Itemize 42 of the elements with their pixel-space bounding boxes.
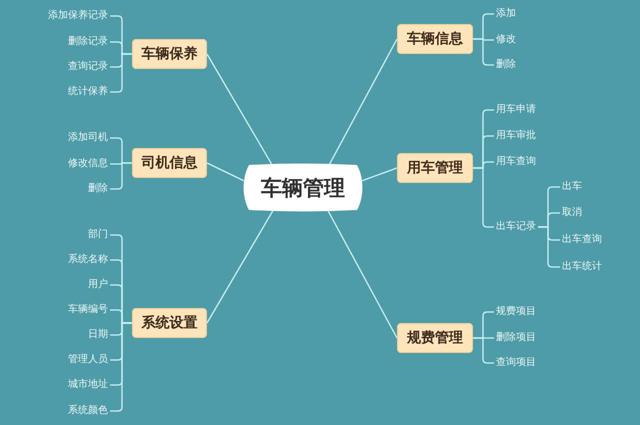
connector-line (206, 210, 274, 324)
topic-box: 车辆保养 (132, 39, 207, 69)
subtopic-label: 添加司机 (66, 130, 110, 146)
subtopic-label: 查询记录 (66, 59, 110, 75)
subtopic-label: 取消 (560, 205, 584, 221)
topic-box: 规费管理 (397, 323, 473, 353)
topic-box: 系统设置 (132, 308, 207, 338)
topic-box: 车辆信息 (397, 24, 473, 54)
connector-line (328, 210, 398, 338)
connector-line (206, 162, 244, 182)
subtopic-label: 删除 (494, 57, 518, 73)
topic-box: 司机信息 (132, 148, 207, 178)
subtopic-label: 删除 (86, 181, 110, 197)
topic-box: 用车管理 (397, 153, 473, 183)
subtopic-label: 出车查询 (560, 232, 604, 248)
subtopic-label: 查询项目 (494, 355, 538, 371)
central-topic: 车辆管理 (243, 163, 363, 212)
connector-line (206, 54, 272, 165)
subtopic-label: 部门 (86, 227, 110, 243)
subtopic-label: 出车 (560, 179, 584, 195)
subtopic-label: 系统颜色 (66, 403, 110, 419)
connector-line (362, 167, 398, 182)
subtopic-label: 添加保养记录 (46, 8, 110, 24)
subtopic-label: 删除项目 (494, 330, 538, 346)
connector-line (328, 38, 398, 165)
subtopic-label: 统计保养 (66, 84, 110, 100)
subtopic-label: 系统名称 (66, 252, 110, 268)
subtopic-label: 车辆编号 (66, 302, 110, 318)
subtopic-label: 城市地址 (66, 377, 110, 393)
subtopic-label: 用车申请 (494, 102, 538, 118)
subtopic-label: 修改 (494, 32, 518, 48)
subtopic-label: 日期 (86, 327, 110, 343)
subtopic-label: 出车统计 (560, 259, 604, 275)
subtopic-label: 用户 (86, 277, 110, 293)
subtopic-label: 规费项目 (494, 304, 538, 320)
subtopic-label: 出车记录 (494, 219, 538, 235)
subtopic-label: 管理人员 (66, 352, 110, 368)
subtopic-label: 添加 (494, 6, 518, 22)
subtopic-label: 修改信息 (66, 156, 110, 172)
subtopic-label: 用车查询 (494, 154, 538, 170)
subtopic-label: 用车审批 (494, 128, 538, 144)
subtopic-label: 删除记录 (66, 34, 110, 50)
